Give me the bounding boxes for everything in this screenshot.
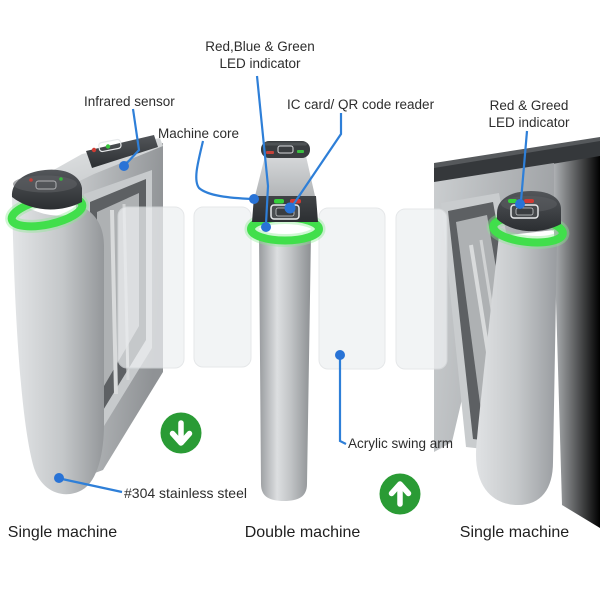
acrylic-panel <box>318 207 386 370</box>
green-indicator <box>59 177 63 181</box>
red-indicator <box>524 199 534 203</box>
label-infrared-sensor: Infrared sensor <box>84 94 175 109</box>
annotation-line-led-rg <box>519 130 529 202</box>
caption-double-machine: Double machine <box>244 524 361 541</box>
annotation-line-acrylic-arm <box>338 357 347 445</box>
far-column <box>552 156 600 528</box>
label-machine-core: Machine core <box>158 126 240 141</box>
label-line: LED indicator <box>219 56 301 72</box>
red-indicator <box>266 151 274 154</box>
label-ic-qr-reader: IC card/ QR code reader <box>287 97 435 112</box>
front-pillar <box>475 226 557 505</box>
label-led-rbg-indicator: Red,Blue & Green LED indicator <box>180 38 340 73</box>
acrylic-panel <box>193 206 252 368</box>
red-indicator <box>29 178 33 182</box>
pillar-body <box>259 234 311 501</box>
cap-highlight <box>264 142 307 146</box>
card-reader-inner <box>515 207 534 216</box>
cap-reader-outline <box>35 180 57 190</box>
annotation-dot-infrared-sensor <box>119 161 129 171</box>
top-strip <box>434 141 600 184</box>
green-indicator <box>105 144 111 149</box>
annotation-line-ic-reader <box>292 113 343 206</box>
up-arrow-icon <box>379 473 421 515</box>
annotation-line-infrared-sensor <box>124 108 141 166</box>
caption-single-machine-left: Single machine <box>7 524 118 541</box>
annotation-dot-stainless-steel <box>54 473 64 483</box>
annotation-dot-machine-core <box>249 194 259 204</box>
red-indicator <box>91 147 97 153</box>
label-acrylic-swing-arm: Acrylic swing arm <box>348 436 454 451</box>
annotation-line-stainless-steel <box>61 477 123 494</box>
label-line: Red & Greed <box>489 98 569 113</box>
annotation-dot-led-rg <box>515 199 525 209</box>
double-machine-center <box>244 141 326 501</box>
cap-highlight <box>13 175 77 193</box>
acrylic-panel <box>117 206 185 369</box>
down-arrow-icon <box>160 412 202 454</box>
green-indicator <box>297 150 304 153</box>
label-line: LED indicator <box>488 115 570 131</box>
green-indicator <box>508 199 517 203</box>
annotation-lines <box>61 75 529 494</box>
far-end-cap <box>86 135 158 168</box>
annotation-dot-ic-reader <box>284 202 296 214</box>
annotation-dot-acrylic-arm <box>335 350 345 360</box>
annotation-dots <box>54 161 525 483</box>
label-line: Red,Blue & Green <box>205 39 315 54</box>
label-stainless-steel: #304 stainless steel <box>124 485 247 501</box>
sloped-face <box>255 156 315 196</box>
annotation-line-led-rbg <box>255 75 270 225</box>
acrylic-swing-arms <box>117 206 448 370</box>
far-card-reader <box>98 138 122 153</box>
front-pillar <box>12 196 104 495</box>
single-machine-right <box>434 137 600 528</box>
acrylic-panel <box>395 208 448 370</box>
caption-single-machine-right: Single machine <box>459 524 570 541</box>
green-indicator <box>274 199 284 204</box>
cap-reader-outline <box>277 145 294 154</box>
mechanism-rod <box>110 209 118 395</box>
annotation-line-machine-core <box>195 140 253 201</box>
label-led-rg-indicator: Red & Greed LED indicator <box>478 97 580 132</box>
annotation-dot-led-rbg <box>261 222 271 232</box>
